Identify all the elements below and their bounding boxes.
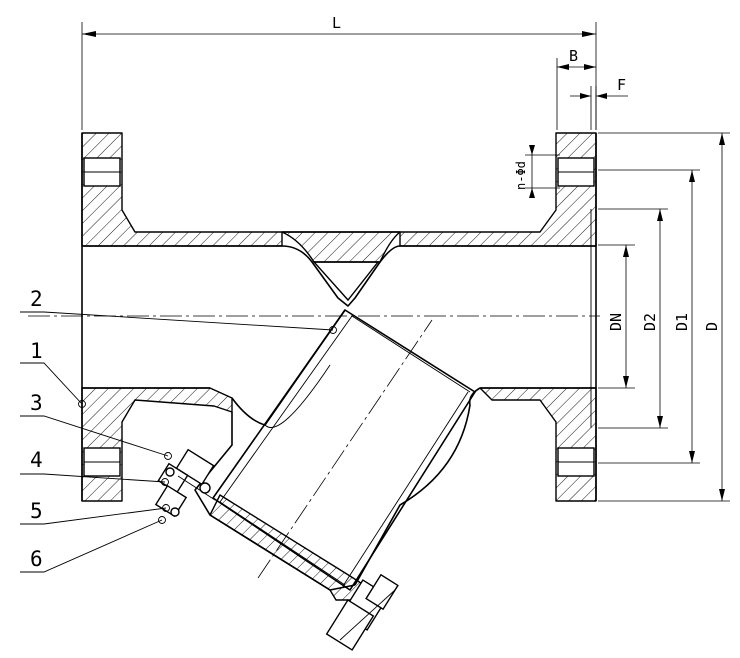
callout-3: 3 <box>20 391 172 460</box>
bottom-cover <box>209 494 365 601</box>
callout-2: 2 <box>20 287 337 334</box>
part-label-1: 1 <box>30 339 43 363</box>
callout-1: 1 <box>20 339 86 408</box>
drain-plug <box>325 573 399 651</box>
right-flange-bottom <box>479 387 597 502</box>
callout-5: 5 <box>20 499 170 525</box>
dimension-l: L <box>81 14 597 130</box>
cover-bolts <box>154 448 216 518</box>
part-label-5: 5 <box>30 499 43 523</box>
left-flange-top <box>81 132 283 247</box>
part-label-6: 6 <box>30 547 43 571</box>
left-flange-bottom <box>81 387 233 502</box>
dimension-bolt-holes: n-Φd <box>514 145 560 198</box>
dimension-d1: D1 <box>598 169 700 464</box>
dimension-d: D <box>598 132 730 502</box>
rib-window <box>312 261 380 302</box>
dimension-f: F <box>570 76 628 130</box>
label-d: D <box>703 322 721 331</box>
part-label-3: 3 <box>30 391 43 415</box>
right-flange-top <box>399 132 597 247</box>
label-bolt-holes: n-Φd <box>514 161 528 190</box>
label-d2: D2 <box>641 313 659 331</box>
dimension-dn: DN <box>598 244 635 389</box>
screen-centerline <box>257 319 433 579</box>
part-label-4: 4 <box>30 448 43 472</box>
valve-body <box>28 132 600 651</box>
dimension-d2: D2 <box>598 208 668 429</box>
label-b: B <box>569 47 578 65</box>
callout-6: 6 <box>20 516 166 573</box>
part-label-2: 2 <box>30 287 43 311</box>
label-dn: DN <box>607 313 625 331</box>
label-d1: D1 <box>673 313 691 331</box>
dimension-b: B <box>556 47 596 130</box>
label-l: L <box>332 14 341 32</box>
label-f: F <box>617 76 626 94</box>
callout-4: 4 <box>20 448 169 486</box>
